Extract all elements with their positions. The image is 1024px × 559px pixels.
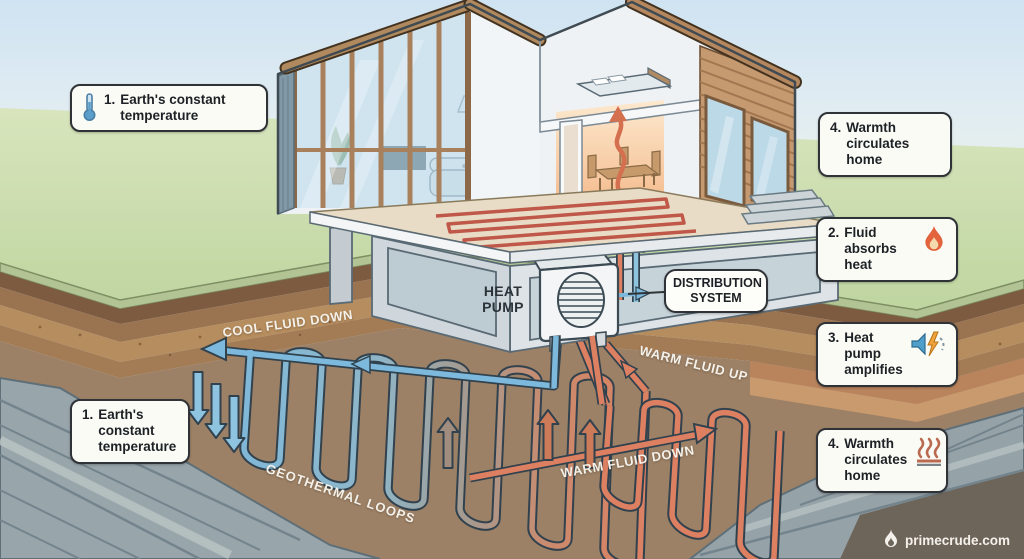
thermometer-icon [82, 92, 97, 122]
callout-number: 4. [830, 120, 842, 135]
callout-fluid-absorbs: 2. Fluid absorbs heat [816, 217, 958, 282]
heat-pump-label: HEAT PUMP [482, 283, 524, 316]
callout-text: Warmth circulates home [846, 120, 910, 168]
ground-loop-field [186, 334, 785, 559]
radiant-floor-icon [914, 436, 944, 466]
callout-number: 4. [828, 436, 840, 451]
flow-arrows [186, 371, 602, 469]
flame-icon [922, 225, 946, 253]
watermark-text: primecrude.com [904, 532, 1010, 548]
callout-warmth-bottom: 4. Warmth circulates home [816, 428, 948, 493]
sunroom-glazing [291, 12, 471, 208]
callout-text: Earth's constant temperature [98, 407, 177, 455]
wood-facade [699, 44, 796, 213]
callout-text: Heat pump amplifies [844, 330, 903, 378]
callout-warmth-top: 4. Warmth circulates home [818, 112, 952, 177]
callout-number: 1. [104, 92, 116, 107]
warm-return-pipe [602, 341, 650, 394]
callout-number: 3. [828, 330, 840, 345]
door [559, 119, 583, 209]
distribution-system-label: DISTRIBUTION SYSTEM [664, 269, 768, 313]
callout-text: Warmth circulates home [844, 436, 908, 484]
entry-steps [740, 189, 836, 225]
house-cutaway [276, 0, 802, 216]
callout-number: 2. [828, 225, 840, 240]
warm-loop-serpentine [599, 397, 785, 559]
warm-air-zone [556, 100, 664, 210]
flame-logo-icon [883, 529, 899, 551]
amplifier-icon [910, 330, 946, 358]
watermark: primecrude.com [883, 529, 1010, 551]
dining-table [594, 164, 660, 180]
callout-text: Earth's constant temperature [120, 92, 226, 124]
rising-heat-arrow [609, 106, 627, 199]
heat-pump-unit [532, 252, 620, 352]
pump-to-floor-pipes [549, 335, 607, 405]
callout-earth-temp-left: 1. Earth's constant temperature [70, 399, 190, 464]
floor-slab [309, 187, 841, 264]
callout-number: 1. [82, 407, 94, 422]
distribution-leader-line [627, 291, 665, 295]
left-roof-panel [277, 68, 295, 216]
callout-text: Fluid absorbs heat [844, 225, 897, 273]
callout-heat-pump-amplifies: 3. Heat pump amplifies [816, 322, 958, 387]
callout-earth-temp-top: 1. Earth's constant temperature [70, 84, 268, 133]
bed [575, 73, 673, 97]
